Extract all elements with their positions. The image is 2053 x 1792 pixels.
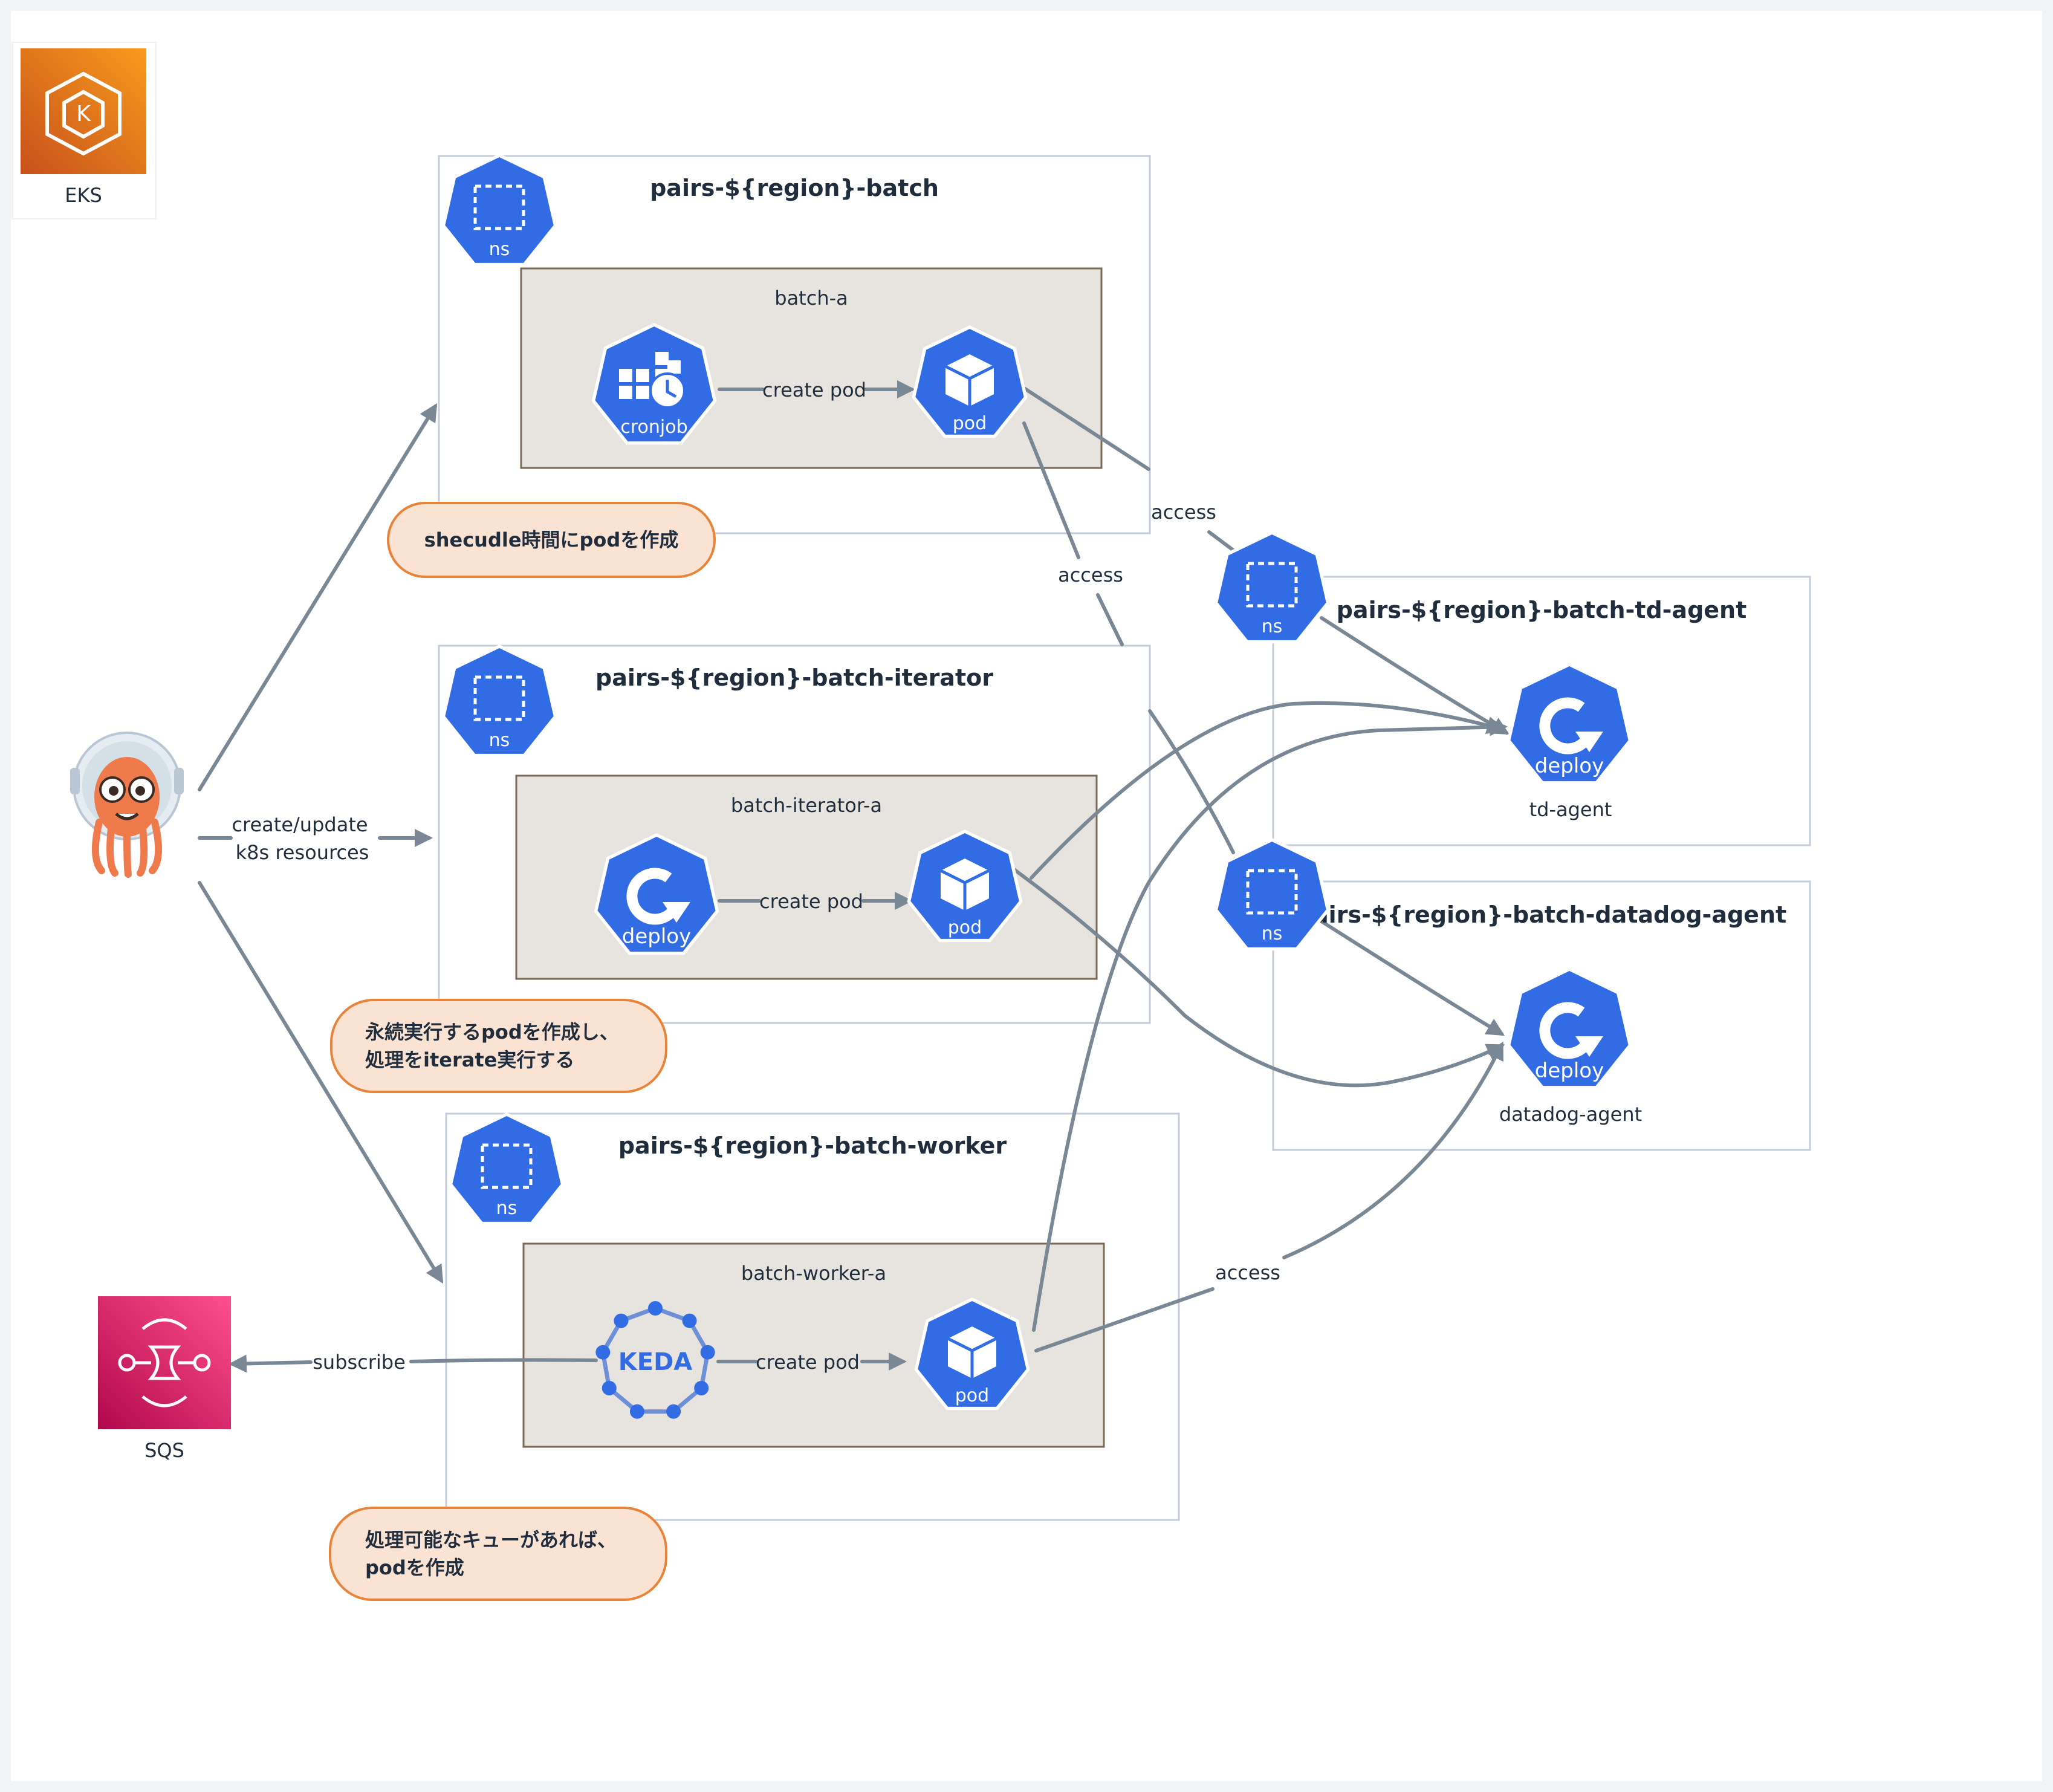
svg-text:ns: ns: [489, 239, 510, 260]
svg-text:cronjob: cronjob: [620, 417, 687, 438]
ns-title-datadog: pairs-${region}-batch-datadog-agent: [1297, 901, 1786, 928]
svg-text:podを作成: podを作成: [365, 1556, 464, 1579]
edge-argo-to-worker: [198, 881, 444, 1284]
sqs-icon: [98, 1296, 231, 1429]
svg-text:deploy: deploy: [622, 924, 691, 949]
ns-title-td: pairs-${region}-batch-td-agent: [1337, 597, 1747, 623]
svg-text:KEDA: KEDA: [618, 1348, 693, 1376]
pod-icon-worker: pod: [914, 1297, 1030, 1411]
deploy-icon-iterator: deploy: [594, 833, 719, 955]
edge-label-create-pod-iterator: create pod: [759, 890, 863, 913]
argo-cd-icon: [70, 732, 184, 878]
pod-icon-batch: pod: [912, 325, 1028, 438]
ns-td-container: [1272, 576, 1811, 846]
svg-text:ns: ns: [496, 1198, 517, 1219]
edge-label-access-3: access: [1215, 1261, 1280, 1284]
svg-text:K: K: [76, 102, 91, 126]
svg-text:永続実行するpodを作成し、: 永続実行するpodを作成し、: [365, 1021, 619, 1044]
edge-label-access-2: access: [1058, 563, 1123, 586]
keda-icon: KEDA: [595, 1301, 715, 1419]
note-worker: 処理可能なキューがあれば、 podを作成: [329, 1507, 667, 1601]
svg-text:pod: pod: [953, 413, 987, 434]
ns-title-iterator: pairs-${region}-batch-iterator: [595, 664, 993, 691]
group-title-worker-a: batch-worker-a: [741, 1262, 886, 1285]
edge-label-subscribe: subscribe: [313, 1351, 406, 1374]
ns-icon-iterator: ns: [441, 644, 557, 758]
deploy-icon-datadog-agent: deploy: [1507, 967, 1632, 1089]
ns-icon-worker: ns: [449, 1112, 565, 1226]
edge-label-access-1: access: [1151, 501, 1216, 524]
ns-iterator-container: [438, 644, 1151, 1024]
eks-block: K EKS: [11, 42, 157, 219]
edge-label-create-pod-batch: create pod: [762, 378, 866, 401]
ns-worker-container: [445, 1112, 1180, 1521]
svg-text:deploy: deploy: [1535, 754, 1604, 778]
svg-text:処理をiterate実行する: 処理をiterate実行する: [365, 1048, 574, 1071]
pod-icon-iterator: pod: [907, 829, 1023, 943]
deploy-icon-td-agent: deploy: [1507, 663, 1632, 785]
ns-title-worker: pairs-${region}-batch-worker: [618, 1132, 1007, 1159]
cronjob-icon: cronjob: [591, 323, 717, 445]
group-title-iterator-a: batch-iterator-a: [731, 794, 882, 817]
svg-text:pod: pod: [955, 1385, 989, 1406]
eks-label: EKS: [65, 184, 102, 207]
svg-text:pod: pod: [948, 917, 982, 938]
ns-icon-batch: ns: [441, 154, 557, 267]
svg-text:deploy: deploy: [1535, 1059, 1604, 1083]
svg-text:処理可能なキューがあれば、: 処理可能なキューがあれば、: [365, 1528, 617, 1551]
ns-batch-container: [438, 155, 1151, 534]
agent-label-datadog: datadog-agent: [1499, 1103, 1642, 1126]
ns-icon-datadog: ns: [1214, 838, 1330, 951]
edges: [198, 380, 1510, 1373]
sqs-block: SQS: [98, 1296, 231, 1462]
note-iterator: 永続実行するpodを作成し、 処理をiterate実行する: [330, 999, 667, 1093]
agent-label-td: td-agent: [1529, 798, 1612, 821]
edge-label-k8s-resources: k8s resources: [236, 841, 369, 864]
ns-datadog-container: [1272, 880, 1811, 1151]
svg-text:ns: ns: [1262, 616, 1283, 637]
edge-label-create-pod-worker: create pod: [756, 1351, 860, 1374]
eks-icon: K: [21, 48, 146, 174]
edge-label-create-update: create/update: [232, 813, 368, 836]
edge-argo-to-batch: [198, 403, 438, 791]
ns-title-batch: pairs-${region}-batch: [650, 175, 939, 201]
note-batch: shecudle時間にpodを作成: [387, 502, 716, 578]
group-title-batch-a: batch-a: [774, 287, 848, 310]
svg-text:ns: ns: [489, 730, 510, 751]
svg-text:ns: ns: [1262, 923, 1283, 944]
svg-text:shecudle時間にpodを作成: shecudle時間にpodを作成: [424, 528, 679, 551]
ns-icon-td: ns: [1214, 531, 1330, 644]
sqs-label: SQS: [144, 1439, 184, 1462]
